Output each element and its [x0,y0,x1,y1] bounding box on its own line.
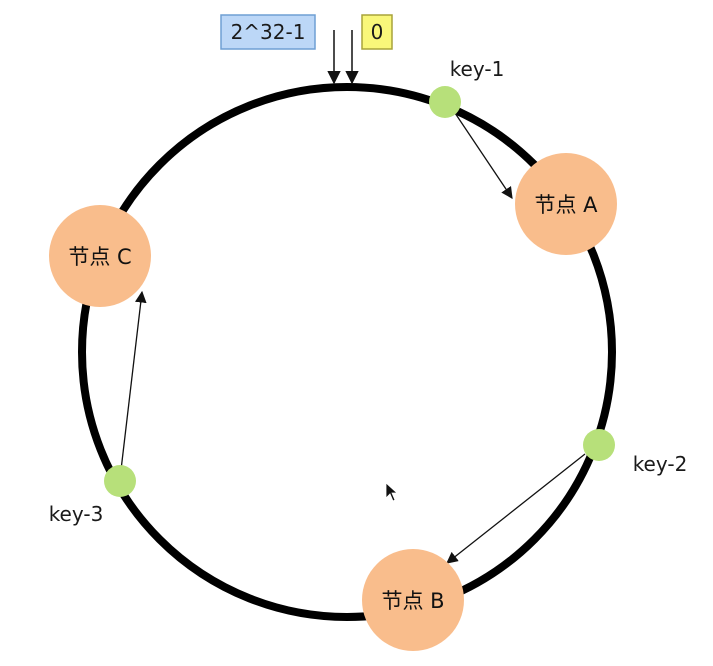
node-b: 节点 B [362,549,464,651]
ring-end-marker: 2^32-1 [220,14,316,50]
ring-start-label: 0 [371,20,384,44]
key-3-dot [104,465,136,497]
key-1-dot [429,86,461,118]
node-c-circle [49,205,151,307]
node-b-label: 节点 B [381,589,444,613]
key-2-to-node-b-arrow [446,453,586,564]
node-b-circle [362,549,464,651]
key-2-label: key-2 [633,452,688,476]
key-1-label: key-1 [450,57,505,81]
key-1-to-node-a-arrow [454,112,513,199]
key-2: key-2 [583,429,687,476]
mouse-pointer-icon [385,482,399,502]
node-a-circle [515,153,617,255]
node-a: 节点 A [515,153,617,255]
hash-ring [78,83,616,621]
key-3: key-3 [49,465,136,526]
key-2-dot [583,429,615,461]
node-a-label: 节点 A [534,193,598,217]
key-1: key-1 [429,57,504,118]
ring-start-marker: 0 [361,14,393,50]
node-c-label: 节点 C [68,245,131,269]
ring-end-label-box [220,14,316,50]
ring-start-label-box [361,14,393,50]
key-3-label: key-3 [49,502,104,526]
ring-end-label: 2^32-1 [231,20,306,44]
node-c: 节点 C [49,205,151,307]
key-3-to-node-c-arrow [120,290,147,471]
